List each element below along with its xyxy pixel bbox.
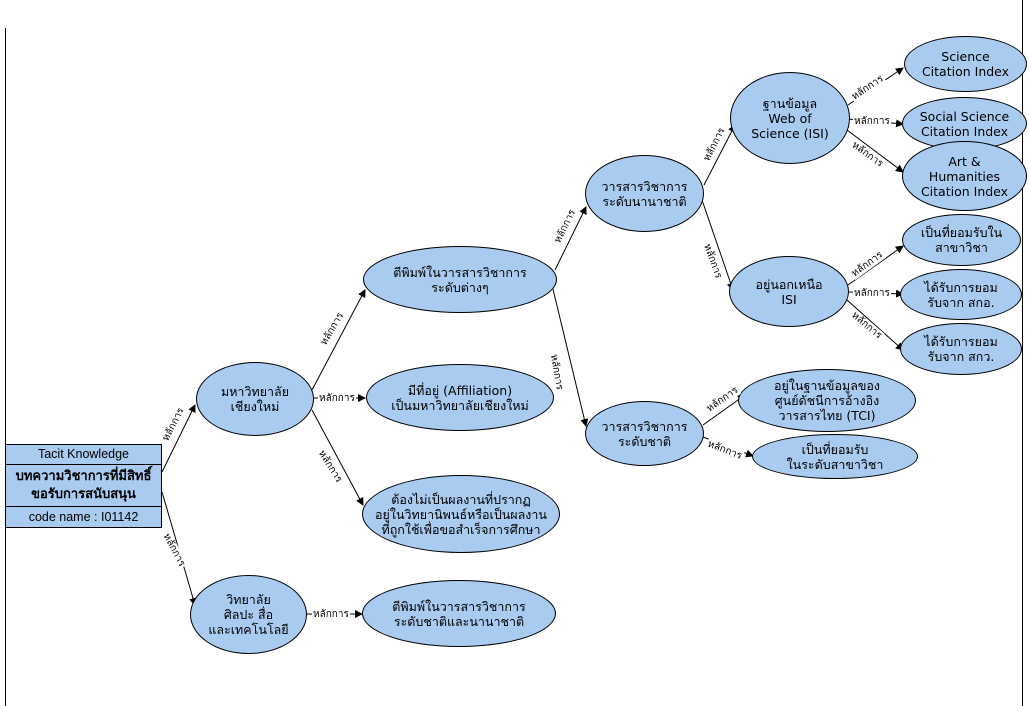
node-field-accept: เป็นที่ยอมรับใน สาขาวิชา [902,214,1021,266]
node-cmu: มหาวิทยาลัย เชียงใหม่ [196,362,314,436]
root-code-name: code name : I01142 [28,510,139,524]
node-trf: ได้รับการยอม รับจาก สกว. [900,323,1022,375]
node-media-college: วิทยาลัย ศิลปะ สื่อ และเทคโนโลยี [190,575,307,654]
node-pub-natl-intl: ตีพิมพ์ในวารสารวิชาการ ระดับชาติและนานาช… [362,580,556,647]
root-header: Tacit Knowledge [6,445,161,465]
edge-label: หลักการ [318,393,356,404]
node-affiliation: มีที่อยู่ (Affiliation) เป็นมหาวิทยาลัยเ… [366,364,554,431]
node-natl-journal: วารสารวิชาการ ระดับชาติ [585,401,704,466]
frame-left-border [5,28,7,706]
edge-wos-ahci [846,129,904,173]
edge-cmu-notthesis [311,409,364,506]
edge-label: หลักการ [853,288,891,299]
edge-root-cmu [161,404,196,473]
edge-intl-outside [701,199,735,291]
edge-intl-wos [703,124,736,186]
node-ohec: ได้รับการยอม รับจาก สกอ. [900,269,1022,320]
edge-pub-natl [551,284,589,427]
node-accepted-field: เป็นที่ยอมรับ ในระดับสาขาวิชา [752,434,918,479]
node-outside-isi: อยู่นอกเหนือ ISI [729,256,849,327]
node-intl-journal: วารสารวิชาการ ระดับนานาชาติ [585,155,704,232]
edge-label: หลักการ [312,609,350,620]
node-sci: Science Citation Index [904,36,1027,92]
node-ahci: Art & Humanities Citation Index [902,141,1027,211]
node-pub-various: ตีพิมพ์ในวารสารวิชาการ ระดับต่างๆ [363,246,557,313]
edge-label: หลักการ [853,116,891,127]
edge-cmu-pubvarious [311,289,366,391]
root-title: บทความวิชาการที่มีสิทธิ์ขอรับการสนับสนุน [6,465,161,507]
frame-right-border [1022,0,1024,706]
root-knowledge-box: Tacit Knowledge บทความวิชาการที่มีสิทธิ์… [5,444,162,528]
node-not-thesis: ต้องไม่เป็นผลงานที่ปรากฏ อยู่ในวิทยานิพน… [362,475,560,553]
node-web-of-science: ฐานข้อมูล Web of Science (ISI) [730,72,850,164]
node-tci: อยู่ในฐานข้อมูลของ ศูนย์ดัชนีการอ้างอิง … [738,369,916,432]
edge-pub-intl [554,206,587,271]
